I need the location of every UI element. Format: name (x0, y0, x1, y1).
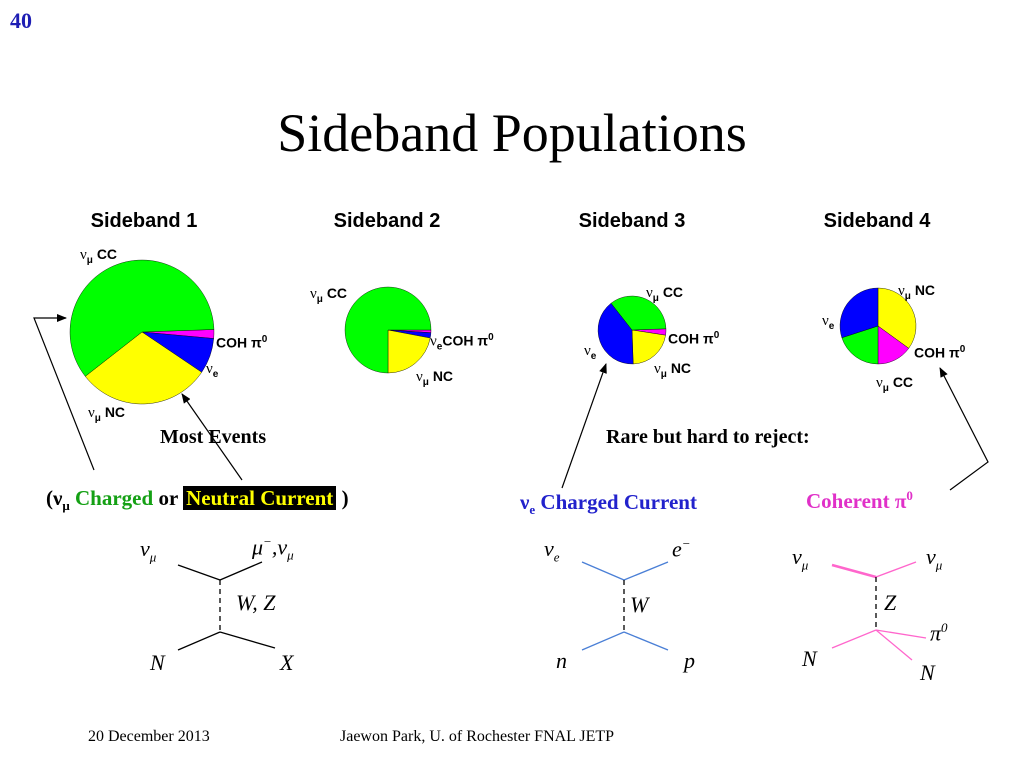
diag2-nu-e: νe (544, 536, 560, 565)
diag3-N-in: N (802, 646, 817, 671)
sb4-label-coh-pi0: COH π0 (914, 344, 966, 361)
diag3-nu-mu-out: νμ (926, 544, 943, 573)
caption-nue-cc: νe Charged Current (520, 490, 697, 518)
pie4-slice--e (839, 287, 879, 338)
diag2-p: p (684, 648, 695, 673)
pie4-slice--nc (877, 287, 917, 349)
diag1-nu-mu: νμ (140, 536, 157, 565)
diag1-N: N (150, 650, 165, 675)
diag2-n: n (556, 648, 567, 673)
pie-title-sideband-3: Sideband 3 (578, 210, 686, 232)
pie3-slice--cc (610, 295, 667, 331)
sb3-label-numu-nc: νμ NC (654, 360, 692, 380)
sb1-label-numu-nc: νμ NC (88, 404, 126, 424)
diag3-N-out: N (920, 660, 935, 685)
sb1-label-nue: νe (206, 361, 219, 380)
arrow-to-sideband-3 (561, 363, 607, 489)
sb2-label-nue-coh: νeCOH π0 (430, 332, 494, 353)
caption-coherent-pi0: Coherent π0 (806, 488, 913, 513)
pie1-slice--cc (69, 259, 215, 377)
diag2-W: W (630, 592, 649, 617)
pie-charts (69, 259, 917, 405)
pie-title-sideband-4: Sideband 4 (823, 210, 931, 232)
sb4-label-nue: νe (822, 313, 835, 332)
sb1-label-numu-cc: νμ CC (80, 246, 118, 266)
pie-title-sideband-2: Sideband 2 (333, 210, 441, 232)
diag3-Z: Z (884, 590, 897, 615)
feynman-diagram-coherent-pi0 (831, 561, 927, 661)
feynman-diagram-cc-nc (177, 561, 276, 651)
feynman-diagram-nue-cc (581, 561, 669, 651)
sb4-label-numu-nc: νμ NC (898, 282, 936, 302)
sb1-label-coh-pi0: COH π0 (216, 334, 268, 351)
arrow-to-sideband-1 (33, 314, 95, 471)
pie2-slice--nc (387, 329, 431, 374)
diag1-mu-minus-nu-mu: μ−,νμ (252, 534, 294, 563)
caption-numu-cc-nc: (νμ Charged or Neutral Current ) (46, 486, 349, 514)
slide-number: 40 (10, 8, 32, 33)
pie-title-sideband-1: Sideband 1 (90, 210, 198, 232)
sb4-label-numu-cc: νμ CC (876, 374, 914, 394)
note-rare: Rare but hard to reject: (606, 426, 810, 448)
arrow-to-sideband-4 (939, 367, 989, 491)
note-most-events: Most Events (160, 426, 267, 448)
pie3-slice--e (597, 302, 634, 365)
sb2-label-numu-cc: νμ CC (310, 285, 348, 305)
pie2-slice--cc (344, 286, 432, 374)
pie1-slice--nc (84, 331, 202, 405)
arrow-to-sideband-1-nc (181, 393, 243, 481)
page-title: Sideband Populations (277, 103, 747, 163)
pie3-slice--nc (631, 329, 666, 365)
sb3-label-nue: νe (584, 343, 597, 362)
footer-date: 20 December 2013 (88, 728, 210, 745)
diag1-X: X (280, 650, 294, 675)
sb2-label-numu-nc: νμ NC (416, 368, 454, 388)
sb3-label-coh-pi0: COH π0 (668, 330, 720, 347)
pie4-slice--cc (841, 325, 879, 365)
diag3-nu-mu-in: νμ (792, 544, 809, 573)
diag3-pi0: π0 (930, 620, 948, 646)
sb3-label-numu-cc: νμ CC (646, 284, 684, 304)
diag1-wz: W, Z (236, 590, 276, 615)
footer-author: Jaewon Park, U. of Rochester FNAL JETP (340, 728, 615, 745)
diag2-e-minus: e− (672, 536, 691, 562)
